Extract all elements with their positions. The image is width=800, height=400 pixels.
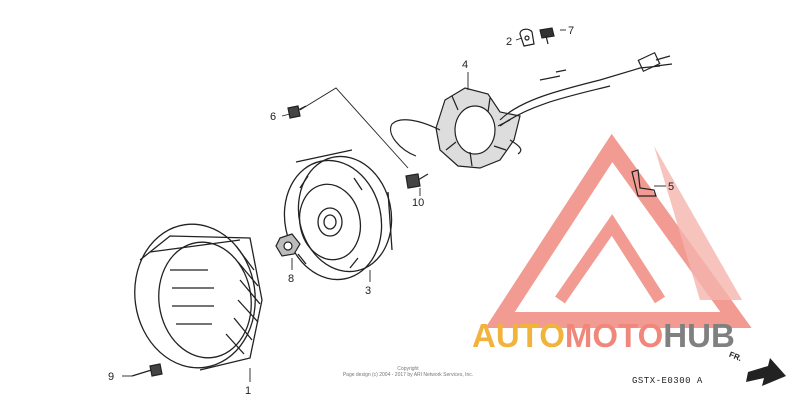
copyright-notice: Copyright Page design (c) 2004 - 2017 by…: [318, 366, 498, 378]
callout-1: 1: [245, 385, 251, 397]
copyright-line-1: Copyright: [397, 366, 419, 372]
forward-direction-arrow-icon: [746, 358, 786, 386]
callout-3: 3: [365, 285, 371, 297]
cooling-fan-part: [134, 223, 263, 371]
copyright-line-2: Page design (c) 2004 - 2017 by ARI Netwo…: [342, 372, 474, 378]
callout-4: 4: [462, 59, 468, 71]
watermark-brand-text: AUTOMOTOHUB: [472, 316, 794, 356]
callout-5: 5: [668, 181, 674, 193]
bolt-9-part: [131, 363, 163, 377]
watermark-logo-icon: [485, 133, 752, 328]
diagram-code: GSTX-E0300 A: [632, 376, 703, 386]
clip-and-screw-parts: [519, 27, 555, 47]
stator-part: [390, 51, 673, 169]
callout-7: 7: [568, 25, 574, 37]
brand-part-auto: AUTO: [472, 317, 565, 354]
brand-part-moto: MOTO: [564, 317, 664, 354]
nut-8-part: [275, 233, 301, 257]
bracket-5-part: [631, 169, 657, 197]
callout-6: 6: [270, 111, 276, 123]
bolt-10-part: [405, 173, 429, 189]
callout-8: 8: [288, 273, 294, 285]
leader-lines: [122, 29, 666, 382]
callout-10: 10: [412, 197, 424, 209]
flywheel-part: [283, 149, 393, 281]
brand-part-hub: HUB: [663, 317, 735, 354]
callout-9: 9: [108, 371, 114, 383]
bolt-6-part: [287, 105, 307, 119]
callout-2: 2: [506, 36, 512, 48]
